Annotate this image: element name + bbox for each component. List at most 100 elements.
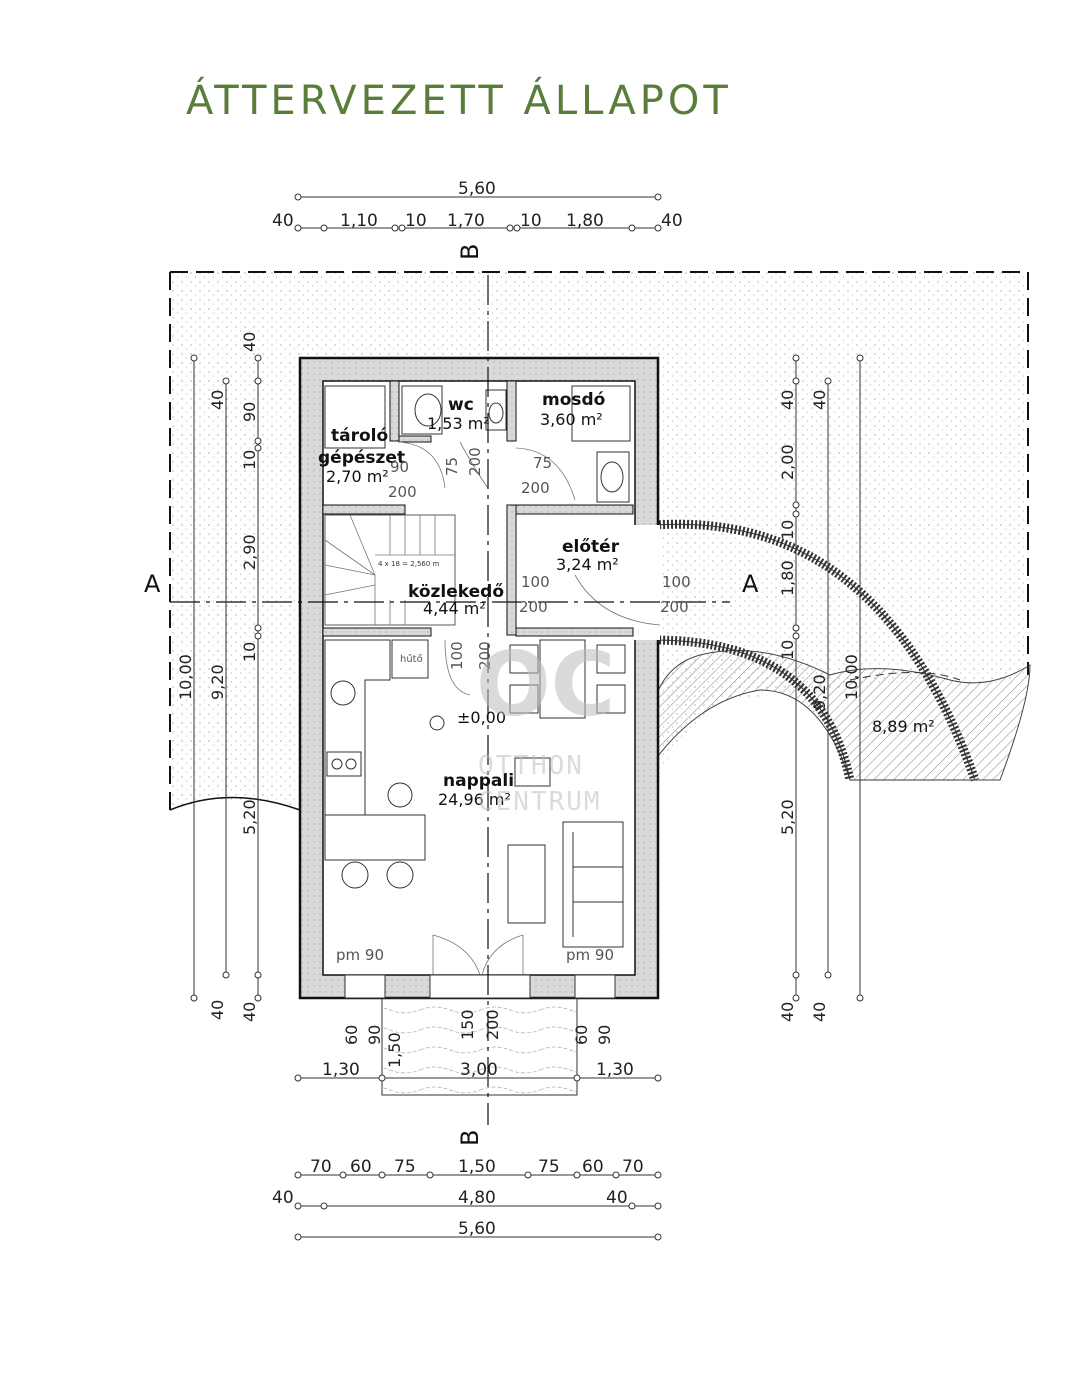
watermark-line1: OTTHON <box>478 751 584 781</box>
svg-text:75: 75 <box>394 1157 416 1177</box>
svg-text:2,00: 2,00 <box>778 444 797 480</box>
svg-text:90: 90 <box>240 402 259 422</box>
window-label-left: pm 90 <box>336 946 384 964</box>
svg-text:200: 200 <box>519 598 548 616</box>
svg-text:3,00: 3,00 <box>460 1060 498 1080</box>
svg-text:9,20: 9,20 <box>810 674 829 710</box>
fridge-label: hűtő <box>400 653 423 665</box>
svg-text:200: 200 <box>476 641 494 670</box>
svg-text:75: 75 <box>538 1157 560 1177</box>
svg-text:1,30: 1,30 <box>596 1060 634 1080</box>
svg-text:60: 60 <box>342 1025 361 1045</box>
interior-walls <box>322 380 634 637</box>
svg-text:5,20: 5,20 <box>778 799 797 835</box>
svg-text:40: 40 <box>208 390 227 410</box>
watermark: OC OTTHON CENTRUM <box>476 633 615 817</box>
room-area-mosdo: 3,60 m² <box>540 410 603 429</box>
svg-text:1,80: 1,80 <box>566 211 604 231</box>
svg-text:4,80: 4,80 <box>458 1188 496 1208</box>
entrance-platform <box>381 997 578 1096</box>
svg-text:1,70: 1,70 <box>447 211 485 231</box>
svg-text:9,20: 9,20 <box>208 664 227 700</box>
svg-text:2,90: 2,90 <box>240 534 259 570</box>
svg-text:1,10: 1,10 <box>340 211 378 231</box>
section-b-top: B <box>456 244 484 260</box>
terrace-arcs <box>654 519 980 782</box>
room-labels: wc 1,53 m² mosdó 3,60 m² tároló gépészet… <box>318 390 620 809</box>
dim-right: 40 2,00 10 1,80 10 5,20 40 9,20 40 40 10… <box>778 354 864 1022</box>
watermark-line2: CENTRUM <box>478 787 602 817</box>
svg-text:70: 70 <box>310 1157 332 1177</box>
section-a-left: A <box>144 570 161 598</box>
svg-text:40: 40 <box>240 332 259 352</box>
svg-text:70: 70 <box>622 1157 644 1177</box>
fixtures <box>324 385 631 948</box>
room-name-tarolo: tároló <box>331 426 388 446</box>
svg-text:1,80: 1,80 <box>778 560 797 596</box>
svg-text:10,00: 10,00 <box>176 654 195 700</box>
room-area-eloter: 3,24 m² <box>556 555 619 574</box>
section-a-right: A <box>742 570 759 598</box>
svg-text:200: 200 <box>521 479 550 497</box>
svg-text:40: 40 <box>606 1188 628 1208</box>
dim-left: 10,00 9,20 40 40 40 90 10 2,90 10 5,20 4… <box>176 332 262 1022</box>
svg-text:10: 10 <box>520 211 542 231</box>
svg-text:150: 150 <box>458 1009 477 1040</box>
room-name-gepeszet: gépészet <box>318 448 405 468</box>
dim-top: 5,60 40 1,10 10 1,70 10 1,80 40 <box>272 179 683 232</box>
window-label-right: pm 90 <box>566 946 614 964</box>
svg-text:40: 40 <box>272 211 294 231</box>
svg-text:1,30: 1,30 <box>322 1060 360 1080</box>
dim-front: 60 90 1,50 150 200 60 90 <box>342 1009 614 1068</box>
svg-text:40: 40 <box>661 211 683 231</box>
room-area-kozlekedo: 4,44 m² <box>423 599 486 618</box>
room-name-eloter: előtér <box>562 537 620 557</box>
svg-text:10,00: 10,00 <box>842 654 861 700</box>
svg-text:200: 200 <box>483 1009 502 1040</box>
room-area-wc: 1,53 m² <box>427 414 490 433</box>
svg-text:200: 200 <box>660 598 689 616</box>
svg-text:40: 40 <box>240 1002 259 1022</box>
door-labels: 90 200 75 200 75 200 100 200 100 200 100… <box>336 447 691 964</box>
svg-text:90: 90 <box>595 1025 614 1045</box>
terrace-area: 8,89 m² <box>872 717 935 736</box>
svg-text:100: 100 <box>662 573 691 591</box>
page-title: ÁTTERVEZETT ÁLLAPOT <box>186 76 732 124</box>
svg-text:5,60: 5,60 <box>458 179 496 199</box>
svg-text:60: 60 <box>350 1157 372 1177</box>
svg-text:40: 40 <box>810 390 829 410</box>
stair-note: 4 x 18 = 2,560 m <box>378 560 440 568</box>
svg-text:200: 200 <box>466 447 484 476</box>
room-area-tarolo: 2,70 m² <box>326 467 389 486</box>
svg-text:1,50: 1,50 <box>385 1032 404 1068</box>
svg-text:10: 10 <box>778 520 797 540</box>
svg-text:75: 75 <box>443 457 461 476</box>
svg-text:100: 100 <box>448 641 466 670</box>
svg-text:40: 40 <box>208 1000 227 1020</box>
room-area-nappali: 24,96 m² <box>438 790 511 809</box>
svg-text:90: 90 <box>365 1025 384 1045</box>
svg-text:40: 40 <box>272 1188 294 1208</box>
svg-text:75: 75 <box>533 454 552 472</box>
door-swings <box>398 441 661 976</box>
svg-text:10: 10 <box>405 211 427 231</box>
room-name-mosdo: mosdó <box>542 390 605 410</box>
svg-text:5,20: 5,20 <box>240 799 259 835</box>
svg-text:200: 200 <box>388 483 417 501</box>
svg-text:60: 60 <box>572 1025 591 1045</box>
svg-text:100: 100 <box>521 573 550 591</box>
svg-text:40: 40 <box>810 1002 829 1022</box>
svg-text:60: 60 <box>582 1157 604 1177</box>
svg-text:90: 90 <box>390 458 409 476</box>
room-name-kozlekedo: közlekedő <box>408 582 504 602</box>
svg-text:5,60: 5,60 <box>458 1219 496 1239</box>
svg-text:40: 40 <box>778 1002 797 1022</box>
room-name-nappali: nappali <box>443 771 514 791</box>
staircase <box>324 514 456 626</box>
section-b-bottom: B <box>456 1130 484 1146</box>
svg-text:1,50: 1,50 <box>458 1157 496 1177</box>
dim-bottom: 1,30 3,00 1,30 70 60 75 1,50 75 60 70 40… <box>272 1060 662 1241</box>
svg-text:10: 10 <box>240 450 259 470</box>
level-label: ±0,00 <box>457 708 506 727</box>
